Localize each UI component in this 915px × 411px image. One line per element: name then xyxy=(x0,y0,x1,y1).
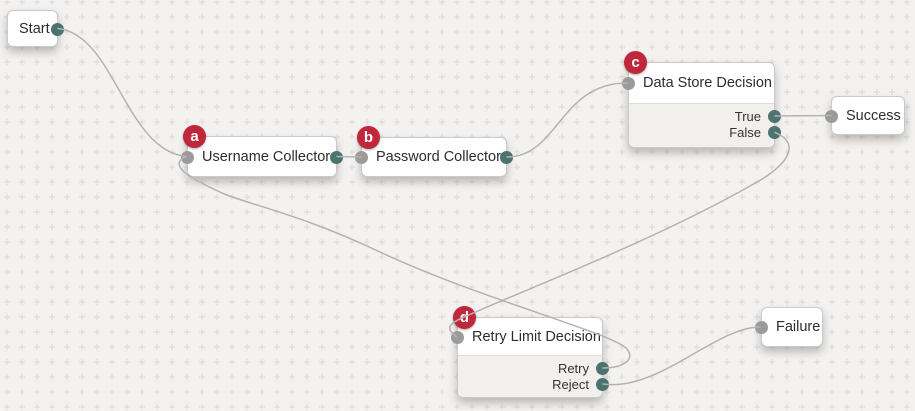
node-header: Retry Limit Decision xyxy=(458,318,602,356)
node-title: Success xyxy=(846,107,901,124)
output-port[interactable] xyxy=(330,150,343,164)
outcome-row: Retry xyxy=(458,360,609,376)
outcome-label: False xyxy=(729,124,761,140)
input-port[interactable] xyxy=(755,321,768,334)
node-title: Data Store Decision xyxy=(643,75,772,91)
node-title: Username Collector xyxy=(202,148,331,165)
node-header: Username Collector xyxy=(188,137,336,176)
node-title: Retry Limit Decision xyxy=(472,328,601,345)
node-title: Start xyxy=(19,20,50,37)
outcome-port-reject[interactable] xyxy=(596,377,609,391)
outcome-label: Retry xyxy=(557,360,589,376)
node-title: Password Collector xyxy=(376,149,501,165)
outcome-row: True xyxy=(629,108,781,124)
output-port[interactable] xyxy=(500,151,513,164)
input-port[interactable] xyxy=(622,77,635,90)
input-port[interactable] xyxy=(355,151,368,164)
outcome-port-retry[interactable] xyxy=(596,361,609,375)
node-badge: b xyxy=(357,126,380,149)
node-start[interactable]: Start xyxy=(7,10,64,47)
outcome-row: Reject xyxy=(458,376,609,392)
node-badge: d xyxy=(453,306,476,329)
outcome-port-true[interactable] xyxy=(768,109,781,123)
outcome-label: Reject xyxy=(552,376,589,392)
outcome-port-false[interactable] xyxy=(768,125,781,139)
input-port[interactable] xyxy=(825,109,838,123)
node-header: Data Store Decision xyxy=(629,63,774,104)
outcome-row: False xyxy=(629,124,781,140)
node-badge: c xyxy=(624,51,647,74)
output-port[interactable] xyxy=(51,22,64,36)
input-port[interactable] xyxy=(451,330,464,344)
node-header: Start xyxy=(8,11,57,46)
node-header: Success xyxy=(832,97,904,134)
node-success[interactable]: Success xyxy=(825,96,905,135)
node-header: Failure xyxy=(762,308,822,346)
input-port[interactable] xyxy=(181,150,194,164)
node-failure[interactable]: Failure xyxy=(755,307,823,347)
outcome-label: True xyxy=(734,108,761,124)
node-header: Password Collector xyxy=(362,138,506,176)
node-badge: a xyxy=(183,125,206,148)
node-title: Failure xyxy=(776,319,821,335)
